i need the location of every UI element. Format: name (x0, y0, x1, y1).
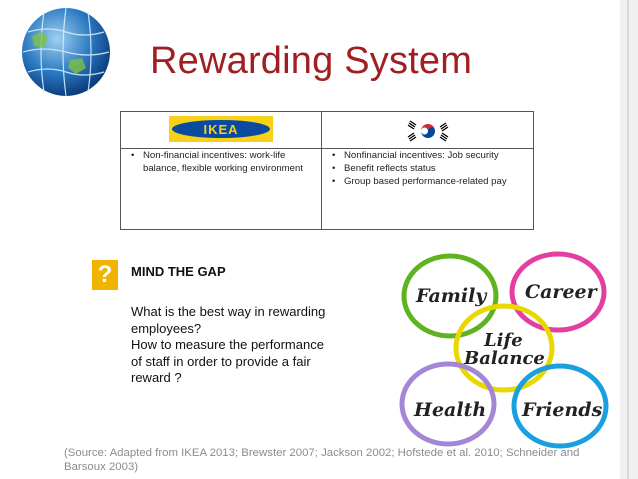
korea-bullet-list: Nonfinancial incentives: Job security Be… (322, 149, 533, 188)
korea-incentives-cell: Nonfinancial incentives: Job security Be… (321, 148, 534, 230)
ikea-logo: IKEA (169, 116, 273, 142)
slide-right-rail (620, 0, 638, 479)
question-mark-icon: ? (92, 260, 118, 290)
source-citation: (Source: Adapted from IKEA 2013; Brewste… (64, 447, 580, 473)
friends-ring (511, 363, 609, 449)
career-label: Career (525, 281, 599, 303)
slide-rail-line (627, 0, 629, 479)
career-ring (509, 251, 607, 333)
ikea-logo-text: IKEA (203, 121, 239, 137)
balance-label: Balance (463, 348, 545, 369)
health-label: Health (413, 399, 486, 421)
life-balance-ring (453, 303, 555, 393)
korea-bullet-item: Group based performance-related pay (332, 175, 533, 188)
life-label: Life (483, 330, 523, 351)
family-label: Family (415, 285, 488, 307)
mind-the-gap-heading: MIND THE GAP (131, 264, 226, 279)
puzzle-globe-icon (10, 6, 122, 97)
friends-label: Friends (521, 399, 603, 421)
korea-bullet-item: Benefit reflects status (332, 162, 533, 175)
ikea-header-cell: IKEA (120, 111, 322, 149)
south-korea-flag-icon (402, 115, 454, 147)
life-balance-diagram: Family Career Life Balance Health Friend… (399, 251, 609, 449)
family-ring (401, 253, 499, 339)
table-body-row: Non-financial incentives: work-life bala… (120, 148, 534, 230)
ikea-bullet-list: Non-financial incentives: work-life bala… (121, 149, 321, 175)
ikea-incentives-cell: Non-financial incentives: work-life bala… (120, 148, 322, 230)
health-ring (399, 361, 497, 447)
ikea-bullet-item: Non-financial incentives: work-life bala… (131, 149, 321, 175)
korea-header-cell (321, 111, 534, 149)
korea-bullet-item: Nonfinancial incentives: Job security (332, 149, 533, 162)
slide-title: Rewarding System (150, 40, 473, 82)
comparison-table: IKEA Non-financial incentives: work-life (120, 111, 534, 230)
table-header-row: IKEA (120, 111, 534, 149)
mind-the-gap-text: What is the best way in rewarding employ… (131, 304, 326, 385)
